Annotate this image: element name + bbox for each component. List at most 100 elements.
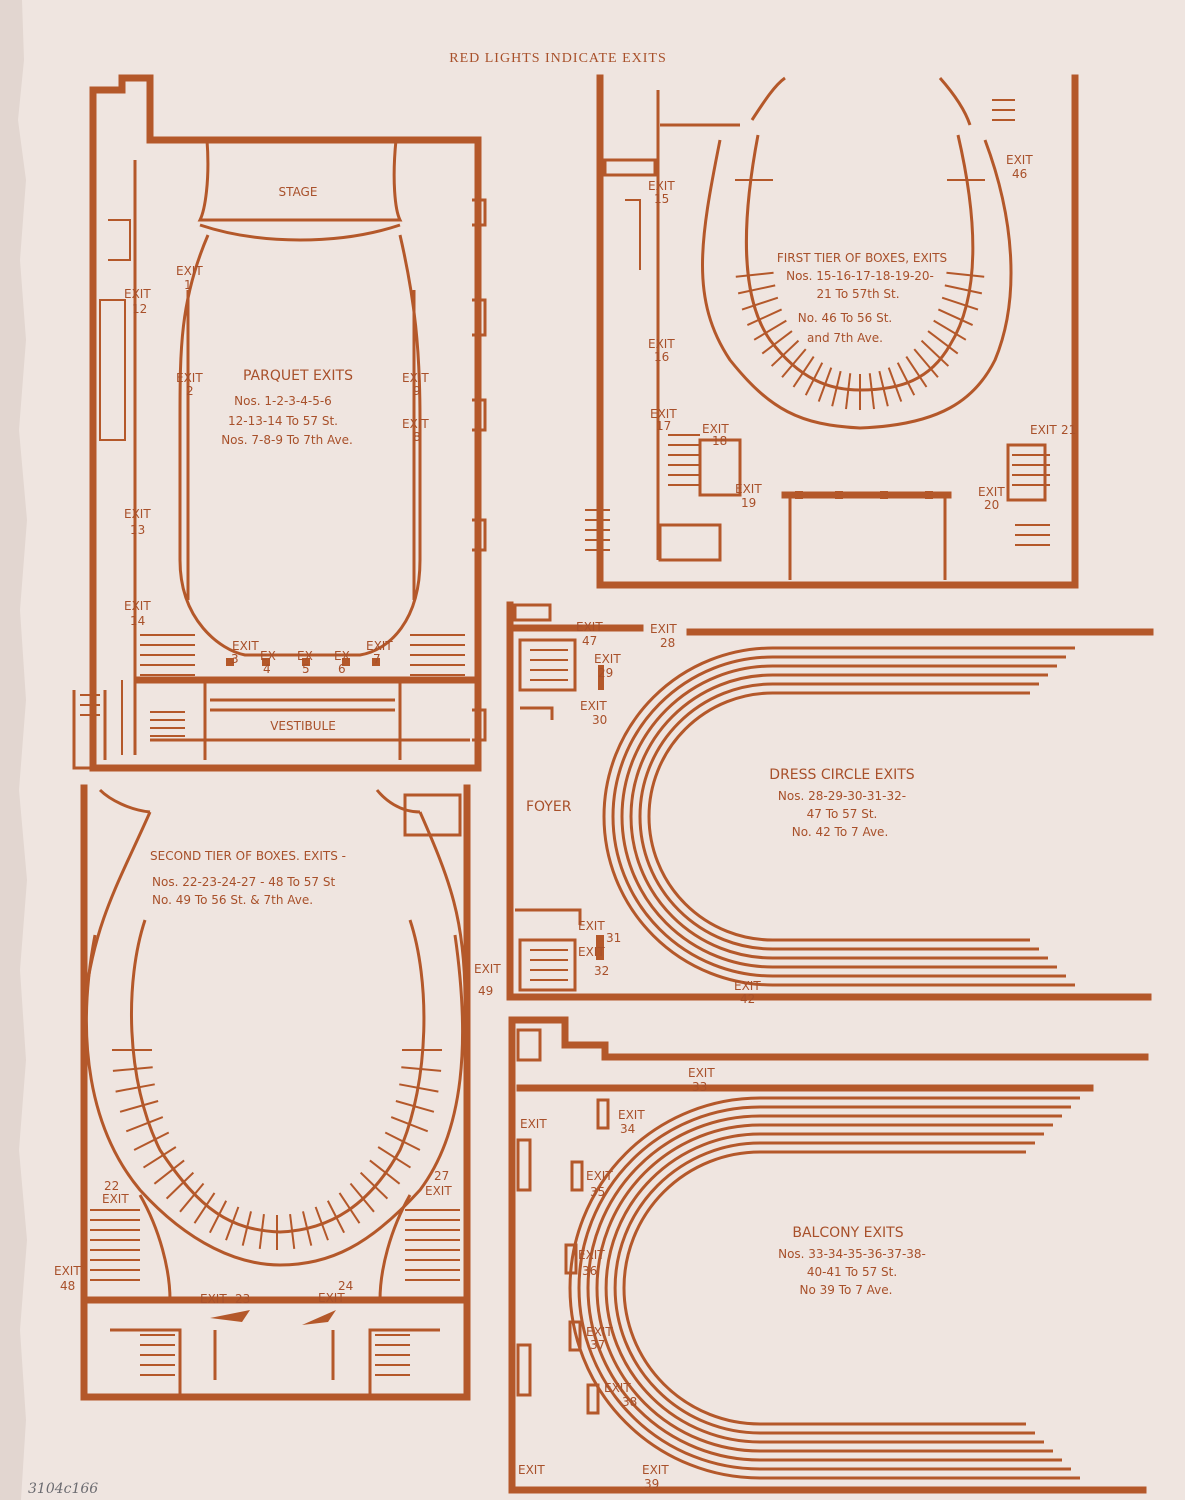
second-tier-plan: EXIT 49 22 EXIT 27 EXIT EXIT 48 EXIT 23 … bbox=[54, 784, 501, 1401]
exit-word: EXIT bbox=[518, 1463, 545, 1477]
dress-circle-row bbox=[629, 673, 1048, 960]
box-partition bbox=[845, 373, 852, 410]
svg-text:EXIT: EXIT bbox=[618, 1108, 645, 1122]
exit-word: EXIT bbox=[474, 962, 501, 976]
balcony-exit-box bbox=[596, 1098, 610, 1130]
exit-word: EXIT bbox=[1006, 153, 1033, 167]
balcony-row bbox=[613, 1141, 1035, 1435]
svg-text:EXIT: EXIT bbox=[734, 979, 761, 993]
balcony-line-2: 40-41 To 57 St. bbox=[807, 1265, 897, 1279]
box-partition bbox=[944, 284, 983, 295]
svg-text:EXIT: EXIT bbox=[1030, 423, 1057, 437]
svg-text:EXIT: EXIT bbox=[650, 622, 677, 636]
dress-circle-row bbox=[647, 691, 1030, 942]
box-partition bbox=[369, 1159, 401, 1185]
exit-word: EXIT bbox=[366, 639, 393, 653]
exit-21-number: 21 bbox=[1061, 423, 1076, 437]
exit-word: EXIT bbox=[318, 1291, 345, 1305]
exit-8-number: 8 bbox=[413, 430, 421, 444]
exit-33-number: 33 bbox=[692, 1080, 707, 1094]
box-partition bbox=[165, 1171, 195, 1200]
box-partition bbox=[792, 355, 815, 388]
svg-text:EXIT: EXIT bbox=[124, 507, 151, 521]
box-partition bbox=[349, 1182, 375, 1213]
exit-31-number: 31 bbox=[606, 931, 621, 945]
exit-2-number: 2 bbox=[186, 384, 194, 398]
box-partition bbox=[179, 1182, 205, 1213]
exit-word: EXIT bbox=[200, 1292, 227, 1306]
exit-1-number: 1 bbox=[184, 278, 192, 292]
exit-word: EXIT bbox=[648, 179, 675, 193]
exit-49-number: 49 bbox=[478, 984, 493, 998]
box-partition bbox=[115, 1083, 155, 1093]
first-tier-line-2: 21 To 57th St. bbox=[816, 287, 899, 301]
exit-word: EXIT bbox=[578, 945, 605, 959]
exit-word: EXIT bbox=[978, 485, 1005, 499]
box-partition bbox=[225, 1206, 240, 1241]
dress-circle-row bbox=[638, 682, 1039, 951]
vestibule-label: VESTIBULE bbox=[270, 719, 336, 733]
exit-6-number: 6 bbox=[338, 662, 346, 676]
svg-text:EXIT: EXIT bbox=[578, 945, 605, 959]
svg-text:EXIT: EXIT bbox=[318, 1291, 345, 1305]
exit-word: EXIT bbox=[1030, 423, 1057, 437]
exit-word: EXIT bbox=[580, 699, 607, 713]
exit-word: EXIT bbox=[102, 1192, 129, 1206]
exit-36-number: 36 bbox=[582, 1264, 597, 1278]
exit-4-number: 4 bbox=[263, 662, 271, 676]
exit-28-number: 28 bbox=[660, 636, 675, 650]
svg-text:EXIT: EXIT bbox=[604, 1381, 631, 1395]
box-partition bbox=[913, 348, 939, 378]
exit-word: EXIT bbox=[176, 371, 203, 385]
svg-text:EXIT: EXIT bbox=[200, 1292, 227, 1306]
parquet-title: PARQUET EXITS bbox=[243, 368, 353, 384]
box-partition bbox=[868, 373, 875, 410]
exit-20-number: 20 bbox=[984, 498, 999, 512]
box-partition bbox=[896, 362, 916, 396]
exit-34-number: 34 bbox=[620, 1122, 635, 1136]
dress-circle-line-2: 47 To 57 St. bbox=[807, 807, 878, 821]
ex-word: EX bbox=[260, 649, 276, 663]
exit-5-number: 5 bbox=[302, 662, 310, 676]
exit-word: EXIT bbox=[176, 264, 203, 278]
box-partition bbox=[395, 1100, 435, 1113]
first-tier-title: FIRST TIER OF BOXES, EXITS bbox=[777, 251, 947, 265]
paper-edge bbox=[0, 0, 27, 1500]
exit-word: EXIT bbox=[688, 1066, 715, 1080]
box-partition bbox=[401, 1066, 442, 1072]
exit-word: EXIT bbox=[576, 620, 603, 634]
svg-text:EXIT: EXIT bbox=[232, 639, 259, 653]
exit-30-number: 30 bbox=[592, 713, 607, 727]
exit-word: EXIT bbox=[578, 919, 605, 933]
svg-text:EXIT: EXIT bbox=[650, 407, 677, 421]
svg-text:EXIT: EXIT bbox=[366, 639, 393, 653]
box-partition bbox=[390, 1116, 429, 1133]
exit-47-number: 47 bbox=[582, 634, 597, 648]
svg-text:EXIT: EXIT bbox=[648, 179, 675, 193]
exit-word: EXIT bbox=[232, 639, 259, 653]
box-partition bbox=[746, 308, 783, 326]
box-partition bbox=[377, 1146, 412, 1169]
balcony-exit-box bbox=[568, 1320, 582, 1352]
balcony-row bbox=[586, 1114, 1062, 1462]
exit-42-number: 42 bbox=[740, 992, 755, 1006]
box-partition bbox=[302, 1211, 313, 1246]
dress-circle-line-3: No. 42 To 7 Ave. bbox=[792, 825, 889, 839]
exit-word: EXIT bbox=[402, 417, 429, 431]
exit-32-number: 32 bbox=[594, 964, 609, 978]
box-partition bbox=[125, 1116, 164, 1133]
exit-word: EXIT bbox=[124, 599, 151, 613]
box-partition bbox=[153, 1159, 185, 1185]
svg-text:EXIT: EXIT bbox=[176, 264, 203, 278]
box-partition bbox=[326, 1200, 346, 1234]
svg-text:EXIT: EXIT bbox=[402, 417, 429, 431]
svg-text:EXIT: EXIT bbox=[518, 1463, 545, 1477]
exit-word: EXIT bbox=[642, 1463, 669, 1477]
exit-14-number: 14 bbox=[130, 614, 145, 628]
svg-text:EXIT: EXIT bbox=[688, 1066, 715, 1080]
box-partition bbox=[753, 319, 787, 341]
exit-35-number: 35 bbox=[590, 1185, 605, 1199]
balcony-title: BALCONY EXITS bbox=[792, 1225, 903, 1241]
svg-text:EXIT: EXIT bbox=[520, 1117, 547, 1131]
